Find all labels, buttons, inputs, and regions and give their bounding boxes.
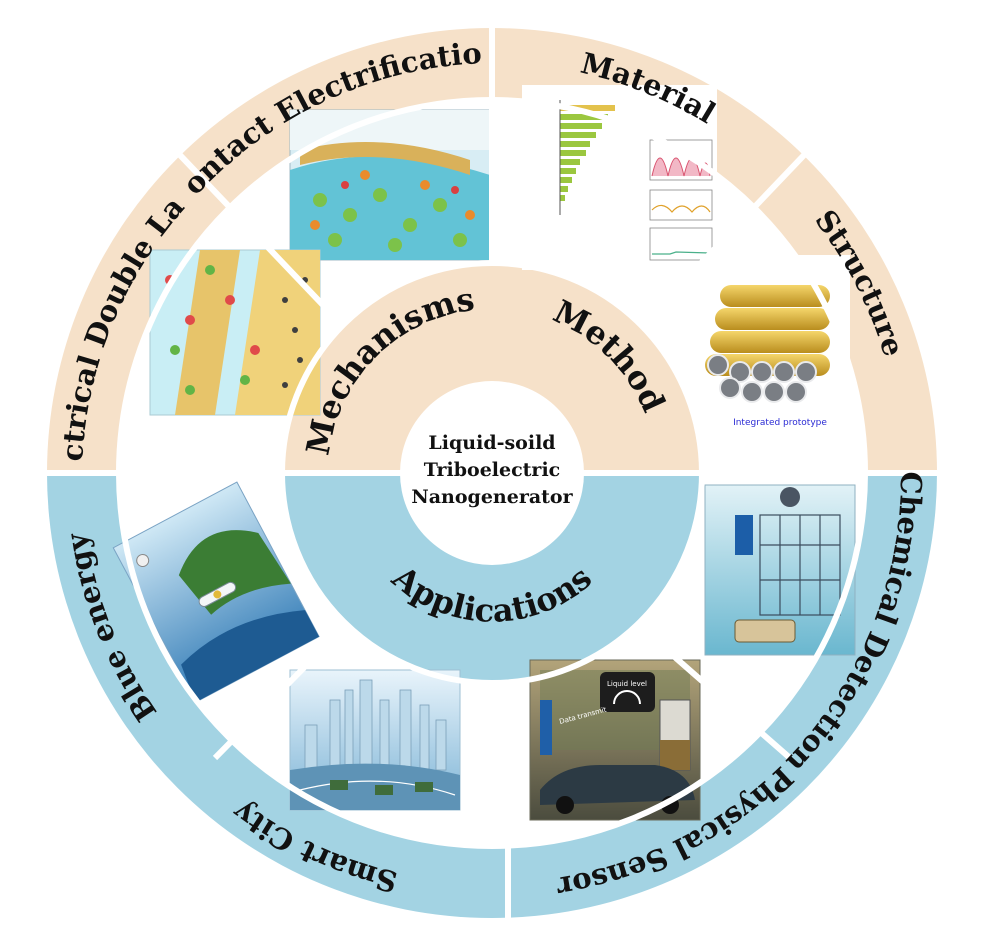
separator-upper-left — [175, 150, 345, 328]
smart-city-image — [289, 669, 461, 811]
separator-inner-ring — [279, 260, 705, 686]
structure-caption: Integrated prototype — [733, 418, 827, 428]
category-band-bottom — [282, 473, 702, 683]
structure-image: Integrated prototype — [700, 255, 850, 435]
separator-outer-ring — [116, 97, 868, 849]
separator-lower-right — [635, 621, 792, 761]
center-circle — [400, 381, 584, 565]
material-image — [522, 85, 717, 270]
center-line-1: Liquid-soild — [428, 432, 555, 454]
separator-upper-right — [639, 150, 809, 328]
category-band — [282, 263, 702, 683]
mechanisms-image-top — [289, 109, 491, 261]
blue-energy-image — [112, 481, 320, 704]
center-line-3: Nanogenerator — [411, 486, 573, 508]
center-line-2: Triboelectric — [424, 459, 560, 481]
category-band-top — [282, 263, 702, 473]
separator-lower-left-1 — [212, 621, 350, 761]
mechanisms-image-left — [149, 249, 321, 416]
liquid-level-caption: Liquid level — [607, 680, 647, 688]
physical-sensor-image: Liquid level Data transmit — [529, 659, 701, 821]
